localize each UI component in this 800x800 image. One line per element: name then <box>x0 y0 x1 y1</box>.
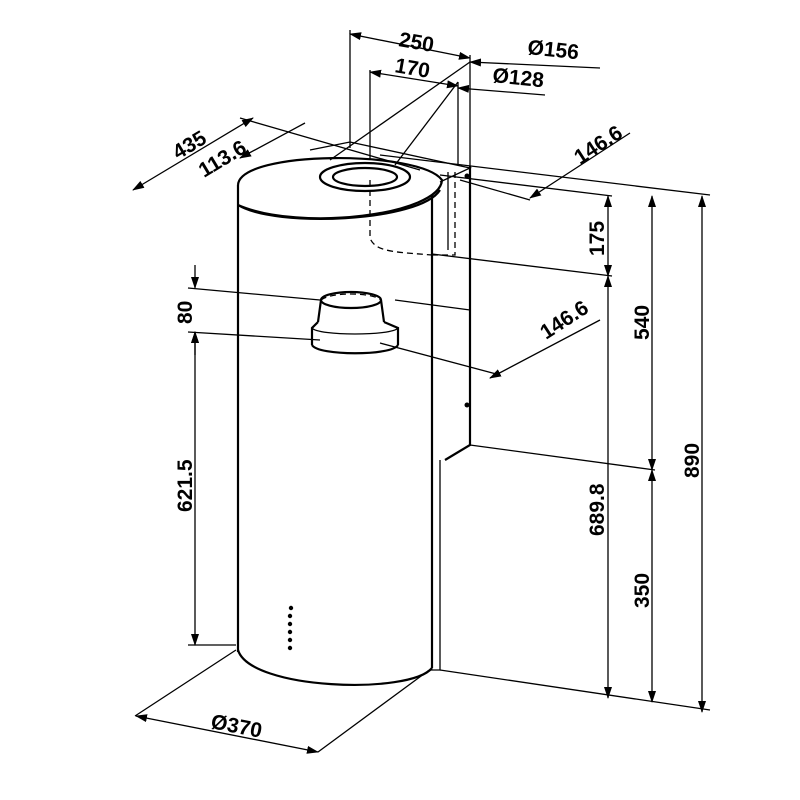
label-height-689: 689.8 <box>586 483 609 536</box>
label-height-890: 890 <box>681 443 704 478</box>
mid-outlet-collar <box>310 290 400 355</box>
dimension-labels: 250 Ø156 170 Ø128 435 113.6 146.6 175 80… <box>169 28 704 742</box>
label-height-350: 350 <box>631 573 654 608</box>
label-top-width: 250 <box>397 28 436 57</box>
top-outlet-ring-outer <box>318 161 412 193</box>
label-outlet-height: 80 <box>174 301 197 324</box>
label-height-621: 621.5 <box>174 459 197 512</box>
cylinder-bottom-edge <box>236 649 433 686</box>
wall-bracket <box>444 166 472 461</box>
label-dia-inner: Ø128 <box>491 64 545 92</box>
hidden-duct-lines <box>369 172 456 256</box>
control-buttons <box>287 605 294 651</box>
extension-lines <box>134 30 711 753</box>
label-inner-width: 170 <box>393 54 432 83</box>
label-diameter-base: Ø370 <box>209 710 264 742</box>
label-height-540: 540 <box>631 305 654 340</box>
label-height-175: 175 <box>586 221 609 256</box>
label-offset-top: 146.6 <box>570 121 627 169</box>
top-outlet-ring-inner <box>331 166 399 188</box>
hood-body <box>236 141 473 686</box>
label-dia-outer: Ø156 <box>526 36 579 64</box>
label-offset-mid: 146.6 <box>536 296 593 344</box>
dimension-lines <box>132 32 706 754</box>
